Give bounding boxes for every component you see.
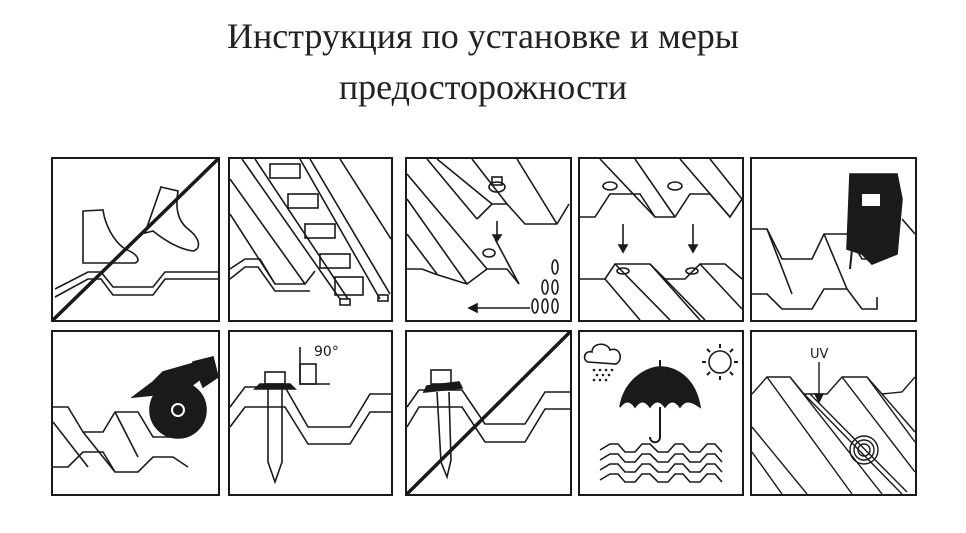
no-angled-screw-icon: [407, 332, 570, 494]
screw-at-90-degrees-icon: 90°: [230, 344, 391, 485]
panel-jigsaw: [750, 157, 917, 322]
fasten-on-crest-icon: [580, 159, 742, 320]
panel-use-ladder: [228, 157, 393, 322]
panel-circular-saw: [51, 330, 220, 496]
uv-protected-side-up-icon: UV: [752, 347, 915, 494]
panel-no-walking: [51, 157, 220, 322]
uv-label: UV: [810, 347, 829, 362]
panel-fasten-on-crest: [578, 157, 744, 322]
panel-no-angled-screw: [405, 330, 572, 496]
page-title-line-1: Инструкция по установке и меры: [227, 16, 739, 56]
overlap-direction-against-rain-icon: [407, 159, 570, 314]
panel-uv-side: UV: [750, 330, 917, 496]
no-walking-on-sheet-icon: [53, 159, 218, 320]
panel-screw-90: 90°: [228, 330, 393, 496]
panel-weather: [578, 330, 744, 496]
weather-resistant-icon: [583, 343, 738, 483]
circular-saw-cutting-icon: [53, 356, 218, 473]
angle-label: 90°: [314, 344, 339, 360]
use-ladder-on-roof-icon: [230, 159, 391, 306]
page-title-line-2: предосторожности: [338, 67, 628, 107]
jigsaw-cutting-icon: [752, 173, 915, 310]
panel-overlap-direction: [405, 157, 572, 322]
